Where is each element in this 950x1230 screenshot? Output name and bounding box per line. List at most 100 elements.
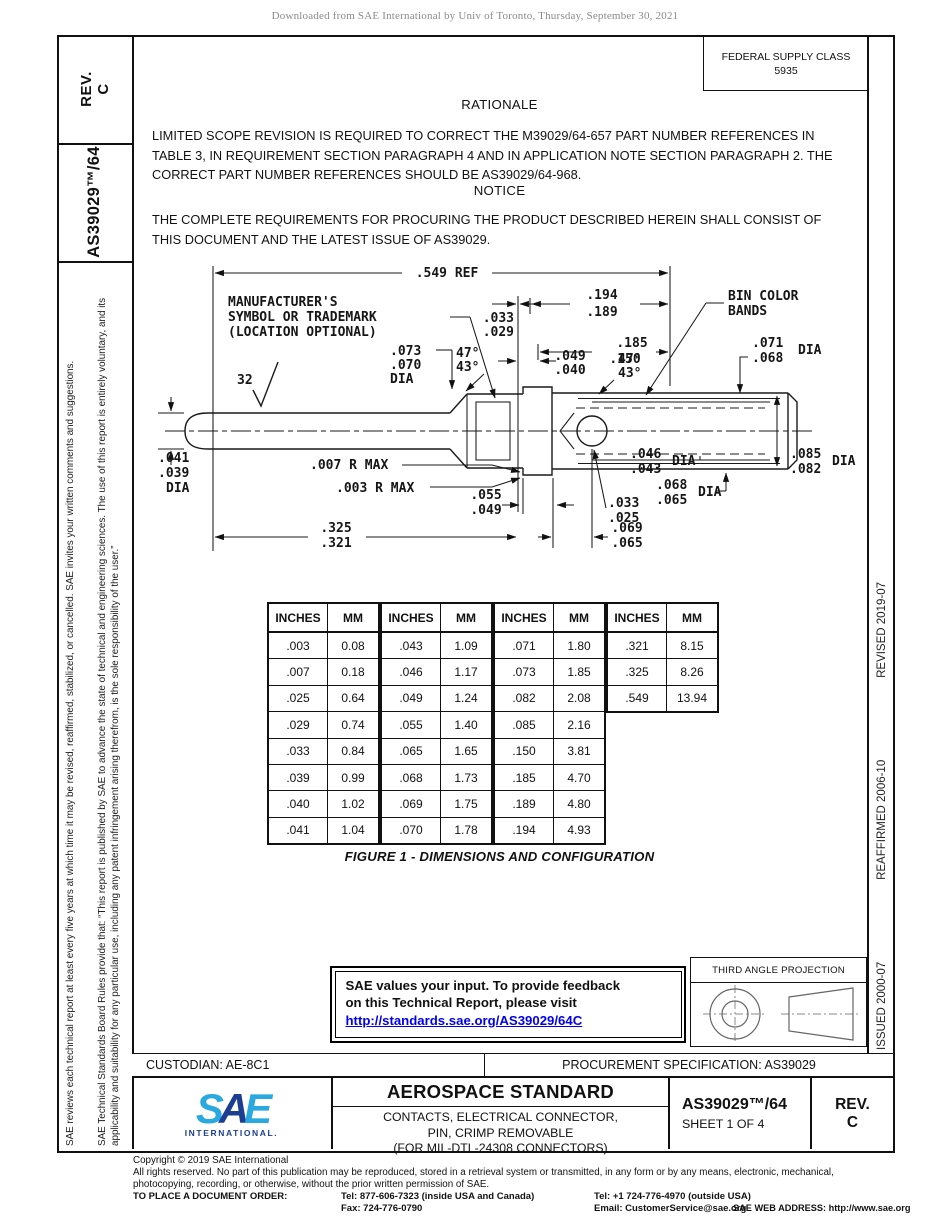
bore-hidden-lines bbox=[576, 407, 765, 455]
conv-cell: .085 bbox=[493, 711, 554, 739]
conv-cell: 1.80 bbox=[553, 631, 606, 660]
conv-cell: 0.64 bbox=[327, 684, 380, 713]
conv-cell: 2.08 bbox=[553, 684, 606, 713]
sidebar-rev-box: REV. C bbox=[57, 35, 132, 143]
bin-band-lines bbox=[578, 397, 780, 465]
dim-label: .029 bbox=[483, 325, 514, 340]
rev-value: C bbox=[94, 83, 112, 95]
conv-cell: 1.73 bbox=[440, 763, 493, 792]
dim-label: .041 bbox=[158, 451, 189, 466]
dim-label: .070 bbox=[390, 358, 421, 373]
document-number-cell: AS39029™/64 SHEET 1 OF 4 bbox=[670, 1078, 812, 1149]
trademark-area bbox=[475, 401, 511, 461]
conv-cell: 13.94 bbox=[666, 684, 719, 713]
conv-cell: 8.26 bbox=[666, 658, 719, 686]
dim-label: .071 bbox=[752, 336, 783, 351]
conv-header-cell: MM bbox=[327, 602, 380, 633]
feedback-link[interactable]: http://standards.sae.org/AS39029/64C bbox=[345, 1012, 583, 1028]
notice-title: NOTICE bbox=[473, 183, 526, 198]
rev-box-bottom-border bbox=[57, 143, 133, 145]
dim-label: DIA bbox=[390, 372, 414, 387]
page-frame bbox=[57, 35, 895, 1153]
conv-cell: 0.99 bbox=[327, 763, 380, 792]
copyright-line-1: Copyright © 2019 SAE International bbox=[133, 1155, 289, 1166]
title-block: SAE INTERNATIONAL. AEROSPACE STANDARD CO… bbox=[132, 1078, 893, 1155]
reaffirmed-date: REAFFIRMED 2006-10 bbox=[876, 759, 888, 880]
revision-value: C bbox=[846, 1113, 859, 1131]
standard-title-cell: AEROSPACE STANDARD CONTACTS, ELECTRICAL … bbox=[333, 1078, 670, 1155]
feedback-line-2: on this Technical Report, please visit bbox=[345, 995, 577, 1010]
conv-cell: .049 bbox=[380, 684, 441, 713]
procurement-cell: PROCUREMENT SPECIFICATION: AS39029 bbox=[562, 1058, 816, 1072]
dim-label: 43° bbox=[456, 360, 479, 375]
sheet-number: SHEET 1 OF 4 bbox=[682, 1117, 765, 1131]
sidebar-legal-text-1: SAE Technical Standards Board Rules prov… bbox=[97, 297, 122, 1146]
dim-label: .046 bbox=[630, 447, 661, 462]
figure1-technical-drawing: .549 REF .194 .189 .033 .029 MANUFACTURE… bbox=[158, 266, 856, 551]
docnum-box-bottom-border bbox=[57, 261, 133, 263]
dim-label: 43° bbox=[618, 366, 641, 381]
order-tel-outside: Tel: +1 724-776-4970 (outside USA) bbox=[594, 1191, 751, 1202]
conv-header-cell: INCHES bbox=[606, 602, 667, 633]
pin-collar bbox=[522, 386, 553, 476]
dim-label: .194 bbox=[586, 288, 617, 303]
sidebar-divider bbox=[132, 35, 134, 1149]
fsc-title: FEDERAL SUPPLY CLASS bbox=[721, 50, 851, 63]
dim-label: .065 bbox=[656, 493, 687, 508]
conv-cell: .007 bbox=[267, 658, 328, 686]
mfr-note: SYMBOL OR TRADEMARK bbox=[228, 310, 377, 325]
conv-header-cell: MM bbox=[666, 602, 719, 633]
conv-cell: 1.09 bbox=[440, 631, 493, 660]
conv-cell: 1.65 bbox=[440, 737, 493, 765]
conv-cell: .043 bbox=[380, 631, 441, 660]
pin-barrel bbox=[552, 392, 789, 470]
sidebar-doc-number: AS39029™/64 bbox=[85, 146, 103, 258]
order-email: Email: CustomerService@sae.org bbox=[594, 1203, 747, 1214]
dim-label: .039 bbox=[158, 466, 189, 481]
pin-end-chamfer bbox=[787, 392, 798, 470]
dim-label: 47° bbox=[618, 352, 641, 367]
standard-title-line-1: CONTACTS, ELECTRICAL CONNECTOR, bbox=[383, 1110, 618, 1124]
conv-cell: .194 bbox=[493, 816, 554, 845]
conv-cell: .069 bbox=[380, 790, 441, 818]
custodian-row: CUSTODIAN: AE-8C1 PROCUREMENT SPECIFICAT… bbox=[132, 1053, 893, 1078]
conv-cell: 1.78 bbox=[440, 816, 493, 845]
conv-cell: .046 bbox=[380, 658, 441, 686]
pin-tip bbox=[184, 412, 209, 450]
sae-web-address: SAE WEB ADDRESS: http://www.sae.org bbox=[733, 1203, 911, 1213]
third-angle-projection-symbol bbox=[703, 985, 861, 1043]
conv-cell: 1.02 bbox=[327, 790, 380, 818]
conv-cell: .150 bbox=[493, 737, 554, 765]
sae-logo-letters: SAE bbox=[196, 1087, 272, 1129]
inspection-hole bbox=[576, 415, 608, 447]
conv-header-cell: INCHES bbox=[380, 602, 441, 633]
conv-cell: 8.15 bbox=[666, 631, 719, 660]
standard-type: AEROSPACE STANDARD bbox=[333, 1081, 668, 1107]
conv-cell: .025 bbox=[267, 684, 328, 713]
rationale-title: RATIONALE bbox=[461, 97, 538, 112]
conv-cell: .325 bbox=[606, 658, 667, 686]
conv-cell: 1.24 bbox=[440, 684, 493, 713]
notice-body: THE COMPLETE REQUIREMENTS FOR PROCURING … bbox=[152, 212, 822, 247]
dim-label: DIA bbox=[832, 454, 856, 469]
